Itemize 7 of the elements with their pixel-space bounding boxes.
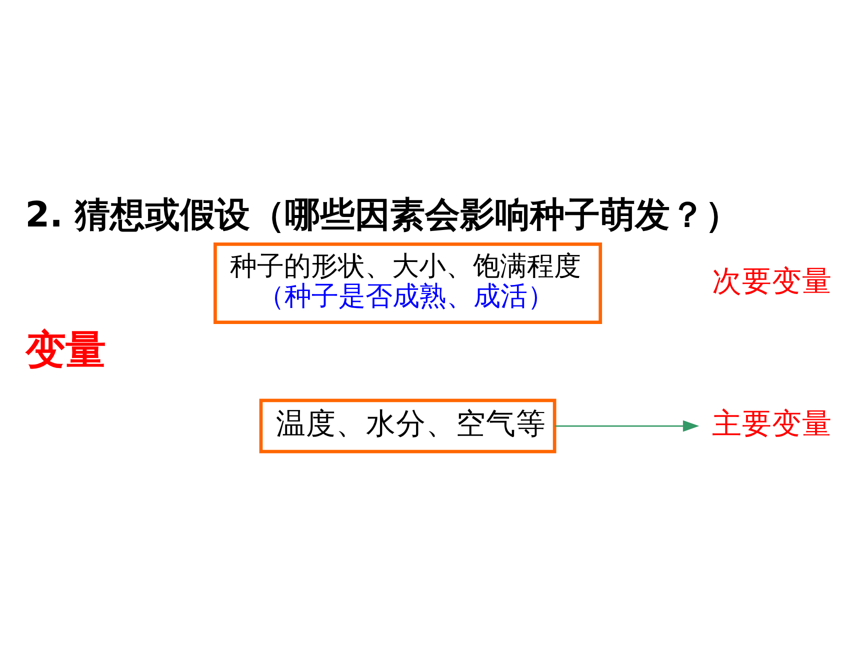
diagram-title: 2. 猜想或假设（哪些因素会影响种子萌发？） xyxy=(25,194,740,235)
node-text: 主要变量 xyxy=(712,406,832,440)
node-box: 温度、水分、空气等 xyxy=(259,398,556,453)
label: 变量 xyxy=(25,324,106,373)
node-label: 次要变量 xyxy=(712,263,832,298)
arrow xyxy=(554,420,700,432)
node-box: 种子的形状、大小、饱满程度 （种子是否成熟、成活） xyxy=(214,242,602,324)
